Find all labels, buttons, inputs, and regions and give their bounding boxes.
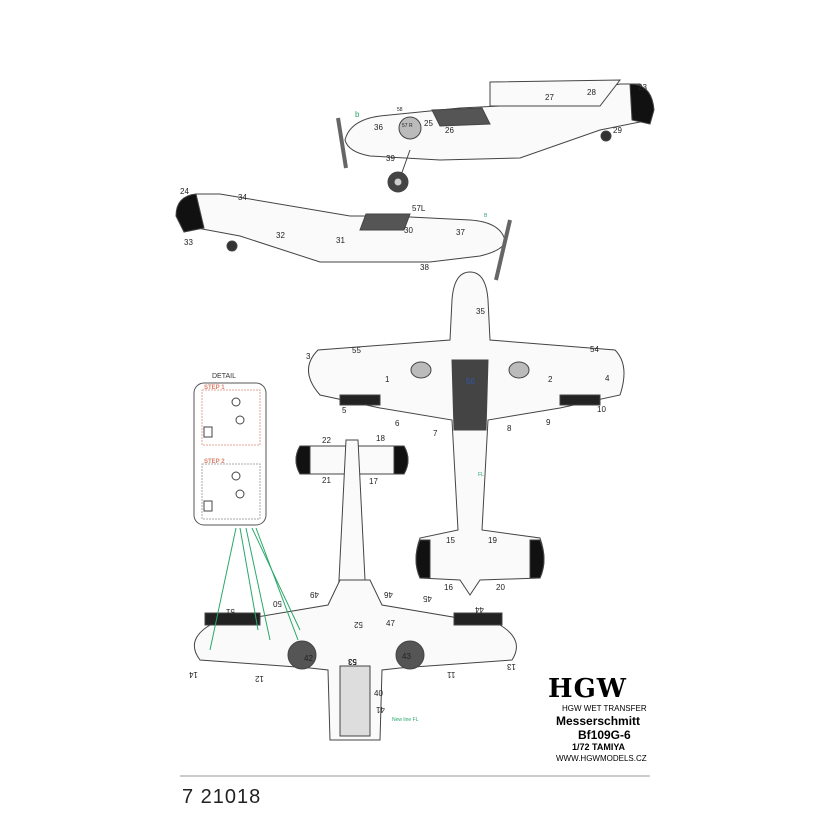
callout-33: 33 (184, 238, 193, 247)
callout-8: 8 (507, 424, 512, 433)
callout-15: 15 (446, 536, 455, 545)
leader-lines (209, 527, 301, 651)
callout-56: 56 (466, 377, 475, 386)
website: WWW.HGWMODELS.CZ (556, 754, 647, 763)
callout-19: 19 (488, 536, 497, 545)
callout-50: 50 (273, 599, 282, 608)
callout-28: 28 (587, 88, 596, 97)
callout-20: 20 (496, 583, 505, 592)
callout-39: 39 (386, 154, 395, 163)
detail-box (193, 382, 267, 526)
callout-26: 26 (445, 126, 454, 135)
callout-24: 24 (180, 187, 189, 196)
callout-30: 30 (404, 226, 413, 235)
callout-52: 52 (354, 620, 363, 629)
callout-42: 42 (304, 654, 313, 663)
side-view-right (336, 79, 655, 193)
callout-11: 11 (447, 670, 456, 679)
callout-37: 37 (456, 228, 465, 237)
step-1-label: STEP 1 (204, 385, 225, 391)
top-view (308, 271, 625, 596)
callout-fl: FL (478, 472, 484, 478)
callout-35: 35 (476, 307, 485, 316)
callout-16: 16 (444, 583, 453, 592)
callout-36: 36 (374, 123, 383, 132)
callout-47: 47 (386, 619, 395, 628)
callout-57r: 57 R (402, 123, 413, 129)
product-line: HGW WET TRANSFER (562, 704, 647, 713)
scale-kit: 1/72 TAMIYA (572, 742, 626, 752)
callout-54: 54 (590, 345, 599, 354)
tail-top-view (295, 439, 409, 601)
callout-29: 29 (613, 126, 622, 135)
callout-12: 12 (255, 674, 264, 683)
callout-38: 38 (420, 263, 429, 272)
callout-3: 3 (306, 352, 311, 361)
step-2-label: STEP 2 (204, 459, 225, 465)
callout-45: 45 (423, 594, 432, 603)
callout-14: 14 (189, 670, 198, 679)
callout-44: 44 (475, 605, 484, 614)
callout-40: 40 (374, 689, 383, 698)
callout-B: B (484, 213, 488, 219)
callout-9: 9 (546, 418, 551, 427)
callout-10: 10 (597, 405, 606, 414)
callout-57l: 57L (412, 204, 426, 213)
callout-31: 31 (336, 236, 345, 245)
callout-32: 32 (276, 231, 285, 240)
product-code: 7 21018 (182, 786, 262, 808)
callout-17: 17 (369, 477, 378, 486)
callout-34: 34 (238, 193, 247, 202)
callout-6: 6 (395, 419, 400, 428)
callout-27: 27 (545, 93, 554, 102)
side-view-left (175, 193, 512, 281)
manufacturer: Messerschmitt (556, 714, 641, 728)
callout-21: 21 (322, 476, 331, 485)
callout-22: 22 (322, 436, 331, 445)
callout-58: 58 (397, 107, 403, 113)
callout-51: 51 (226, 607, 235, 616)
callout-46: 46 (384, 590, 393, 599)
callout-18: 18 (376, 434, 385, 443)
callout-25: 25 (424, 119, 433, 128)
aircraft-variant: Bf109G-6 (578, 728, 631, 742)
callout-49: 49 (310, 590, 319, 599)
detail-title: DETAIL (212, 373, 236, 380)
callout-5: 5 (342, 406, 347, 415)
callout-23: 23 (638, 83, 647, 92)
callout-13: 13 (507, 662, 516, 671)
hgw-logo: HGW (548, 674, 627, 704)
callout-new-line-fl: New line FL (392, 717, 419, 723)
callout-b: b (355, 110, 360, 119)
callout-43: 43 (402, 652, 411, 661)
callout-53: 53 (348, 657, 357, 666)
callout-55: 55 (352, 346, 361, 355)
callout-2: 2 (548, 375, 553, 384)
callout-7: 7 (433, 429, 438, 438)
bottom-view (193, 579, 517, 741)
callout-41: 41 (376, 705, 385, 714)
callout-4: 4 (605, 374, 610, 383)
callout-1: 1 (385, 375, 390, 384)
